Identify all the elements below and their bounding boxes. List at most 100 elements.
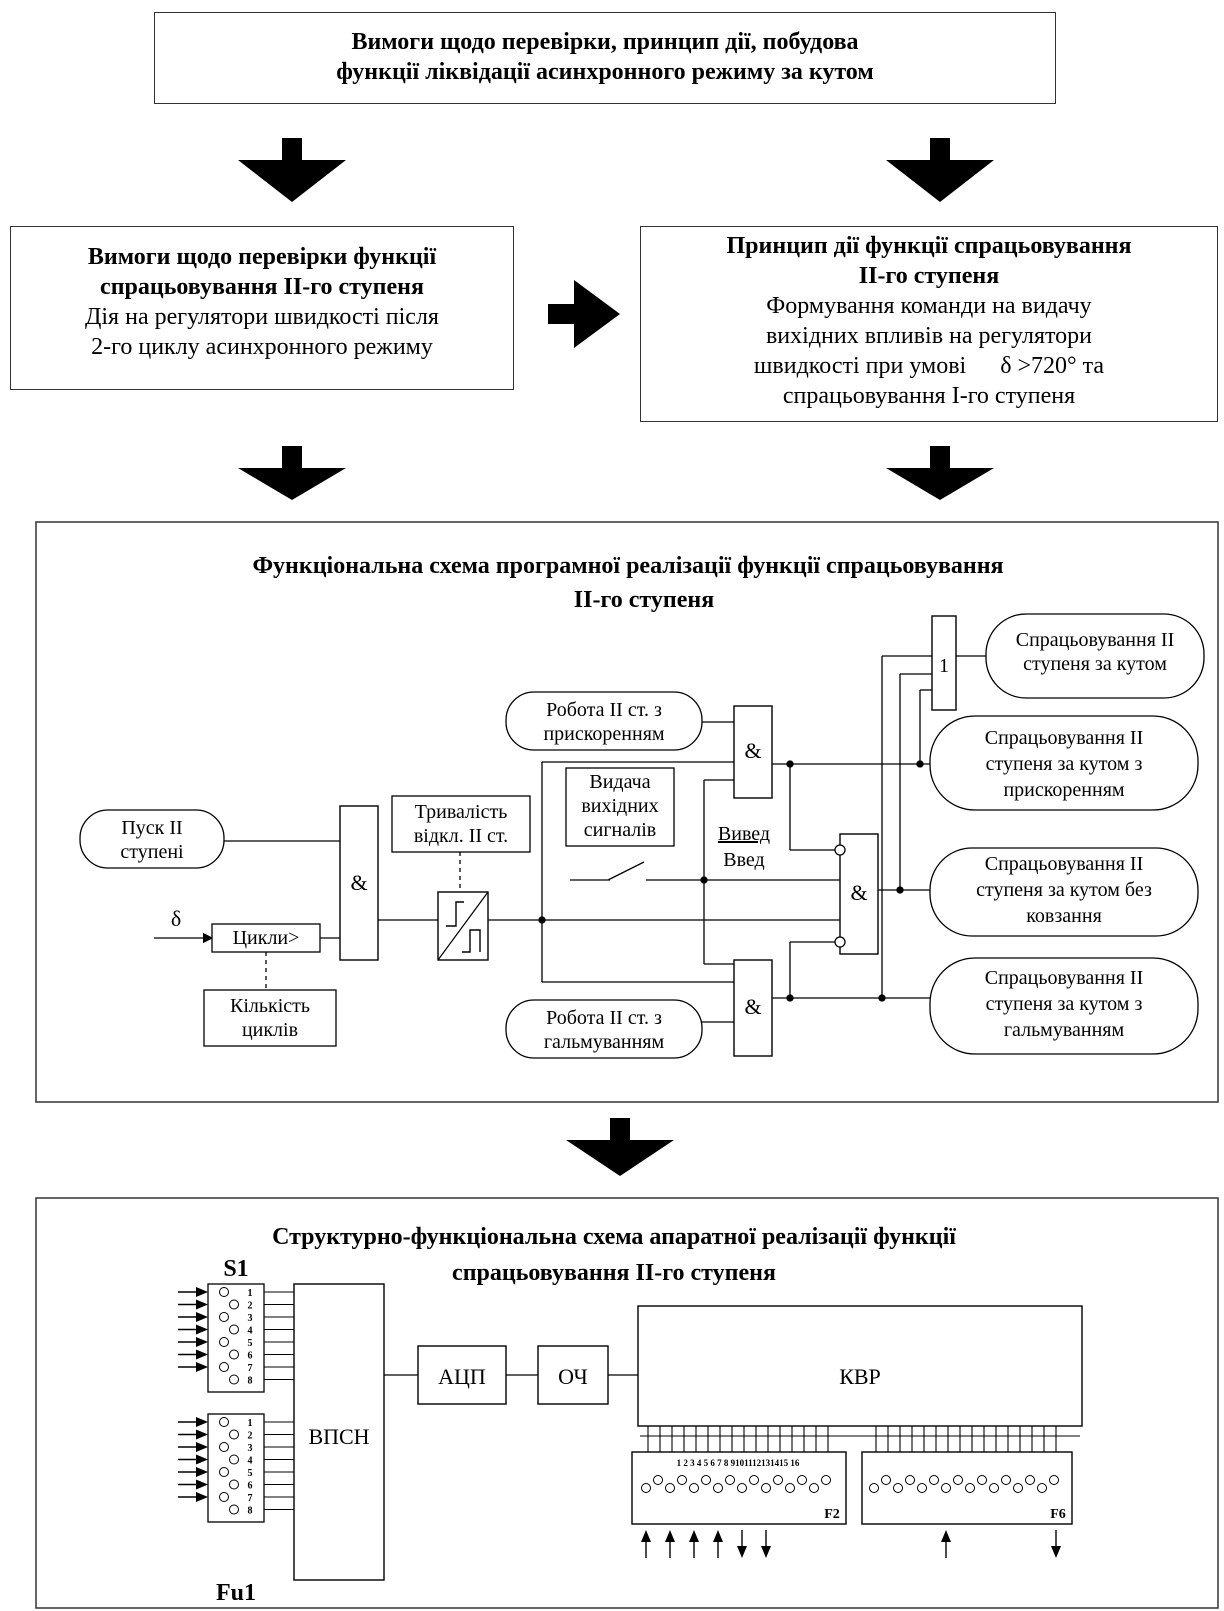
s1-pin-number: 8 bbox=[248, 1376, 253, 1387]
principle-title-line2: ІІ-го ступеня bbox=[858, 263, 1000, 289]
requirements-title-line1: Вимоги щодо перевірки функції bbox=[87, 244, 437, 270]
f2-pin bbox=[677, 1475, 687, 1485]
f2-pin-numbers: 1 2 3 4 5 6 7 8 9101112131415 16 bbox=[677, 1458, 800, 1468]
f2-pin bbox=[665, 1483, 675, 1493]
fu1-pin-number: 6 bbox=[248, 1481, 253, 1492]
cycles-count-line1: Кількість bbox=[230, 995, 310, 1017]
f6-pin bbox=[977, 1475, 987, 1485]
principle-text-line1: Формування команди на видачу bbox=[766, 293, 1092, 319]
arrow-down-left-1 bbox=[238, 138, 346, 202]
fu1-input-arrow bbox=[196, 1467, 208, 1477]
and-accel-symbol: & bbox=[744, 738, 761, 763]
f2-label: F2 bbox=[824, 1507, 840, 1522]
s1-input-arrow bbox=[196, 1299, 208, 1310]
and-gate-start bbox=[339, 805, 379, 961]
fu1-pin bbox=[229, 1429, 239, 1440]
s1-input-arrow bbox=[196, 1324, 208, 1335]
top-title-line1: Вимоги щодо перевірки, принцип дії, побу… bbox=[351, 29, 859, 55]
f2-pin bbox=[797, 1475, 807, 1485]
f6-pin bbox=[1037, 1483, 1047, 1493]
fu1-label: Fu1 bbox=[216, 1580, 256, 1606]
output-signals-block bbox=[565, 767, 675, 847]
och-label: ОЧ bbox=[558, 1364, 588, 1389]
functional-scheme-frame bbox=[35, 521, 1219, 1103]
duration-line2: відкл. ІІ ст. bbox=[414, 825, 508, 847]
output-arrow bbox=[737, 1546, 747, 1558]
arrow-right-middle bbox=[548, 280, 620, 348]
f2-pin bbox=[821, 1475, 831, 1485]
f6-pin bbox=[881, 1475, 891, 1485]
f2-pin bbox=[653, 1475, 663, 1485]
start-stage-pill bbox=[79, 809, 225, 869]
start-stage-line2: ступені bbox=[120, 841, 184, 863]
fu1-pin bbox=[229, 1479, 239, 1490]
input-arrow bbox=[641, 1530, 651, 1542]
fu1-pin bbox=[229, 1504, 239, 1515]
s1-input-arrow bbox=[196, 1349, 208, 1360]
top-title-line2: функції ліквідації асинхронного режиму з… bbox=[336, 59, 874, 85]
f6-pin bbox=[941, 1483, 951, 1493]
accel-mode-line1: Робота ІІ ст. з bbox=[546, 699, 662, 721]
adc-block bbox=[417, 1345, 507, 1405]
f2-pin bbox=[749, 1475, 759, 1485]
output-arrow bbox=[761, 1546, 771, 1558]
fu1-pin-number: 5 bbox=[248, 1468, 253, 1479]
switch-state-on: Вивед bbox=[718, 823, 770, 845]
s1-pin-number: 3 bbox=[248, 1313, 253, 1324]
hardware-title-line1: Структурно-функціональна схема апаратної… bbox=[272, 1224, 956, 1250]
kvr-block bbox=[637, 1305, 1083, 1427]
cycles-count-line2: циклів bbox=[242, 1019, 298, 1041]
functional-title-line1: Функціональна схема програмної реалізаці… bbox=[252, 553, 1003, 579]
functional-wires bbox=[154, 655, 986, 1023]
hardware-title-line2: спрацьовування ІІ-го ступеня bbox=[452, 1260, 776, 1286]
s1-input-arrow bbox=[196, 1312, 208, 1322]
f6-pin bbox=[953, 1475, 963, 1485]
fu1-input-arrow bbox=[196, 1442, 208, 1452]
requirements-text-line1: Дія на регулятори швидкості після bbox=[85, 304, 439, 330]
fu1-pin bbox=[219, 1442, 229, 1452]
s1-pin-number: 1 bbox=[248, 1288, 253, 1299]
switch-state-off: Введ bbox=[723, 849, 764, 871]
f6-pin bbox=[869, 1483, 879, 1493]
and-brake-symbol: & bbox=[744, 994, 761, 1019]
f2-pin bbox=[737, 1483, 747, 1493]
s1-pin-number: 5 bbox=[248, 1338, 253, 1349]
f6-pin bbox=[929, 1475, 939, 1485]
duration-line1: Тривалість bbox=[415, 801, 508, 823]
delta-symbol: δ bbox=[171, 906, 181, 931]
s1-input-arrow bbox=[196, 1337, 208, 1347]
f6-pin bbox=[989, 1483, 999, 1493]
output-signals-line1: Видача bbox=[589, 771, 650, 793]
and-no-slip-symbol: & bbox=[850, 880, 867, 905]
output-signals-line3: сигналів bbox=[584, 819, 657, 841]
f6-label: F6 bbox=[1050, 1507, 1066, 1522]
f2-pin bbox=[701, 1475, 711, 1485]
requirements-title-line2: спрацьовування ІІ-го ступеня bbox=[100, 274, 424, 300]
output-accel-line1: Спрацьовування ІІ bbox=[985, 727, 1144, 749]
input-arrow bbox=[665, 1530, 675, 1542]
f6-pin bbox=[1013, 1483, 1023, 1493]
principle-text-line4: спрацьовування І-го ступеня bbox=[782, 383, 1076, 409]
s1-pin-number: 2 bbox=[248, 1301, 253, 1312]
f2-pin bbox=[785, 1483, 795, 1493]
output-no-slip-line2: ступеня за кутом без bbox=[976, 879, 1152, 901]
vpsn-block bbox=[293, 1283, 385, 1581]
s1-pin bbox=[229, 1374, 239, 1385]
f6-pin bbox=[917, 1483, 927, 1493]
vpsn-label: ВПСН bbox=[308, 1424, 369, 1449]
fu1-input-arrow bbox=[196, 1479, 208, 1490]
s1-pin-number: 6 bbox=[248, 1351, 253, 1362]
fu1-input-arrow bbox=[196, 1429, 208, 1440]
f2-pin bbox=[713, 1483, 723, 1493]
f6-pin bbox=[965, 1483, 975, 1493]
functional-title-line2: ІІ-го ступеня bbox=[574, 587, 714, 613]
output-signals-line2: вихідних bbox=[581, 795, 658, 817]
arrow-down-bottom bbox=[566, 1118, 674, 1176]
f2-pin bbox=[809, 1483, 819, 1493]
arrow-down-right-2 bbox=[886, 446, 994, 500]
output-brake-line3: гальмуванням bbox=[1004, 1019, 1125, 1041]
principle-text-line2: вихідних впливів на регулятори bbox=[765, 323, 1093, 349]
s1-pin-number: 7 bbox=[248, 1363, 253, 1374]
f6-pin bbox=[1025, 1475, 1035, 1485]
fu1-pin-number: 2 bbox=[248, 1431, 253, 1442]
